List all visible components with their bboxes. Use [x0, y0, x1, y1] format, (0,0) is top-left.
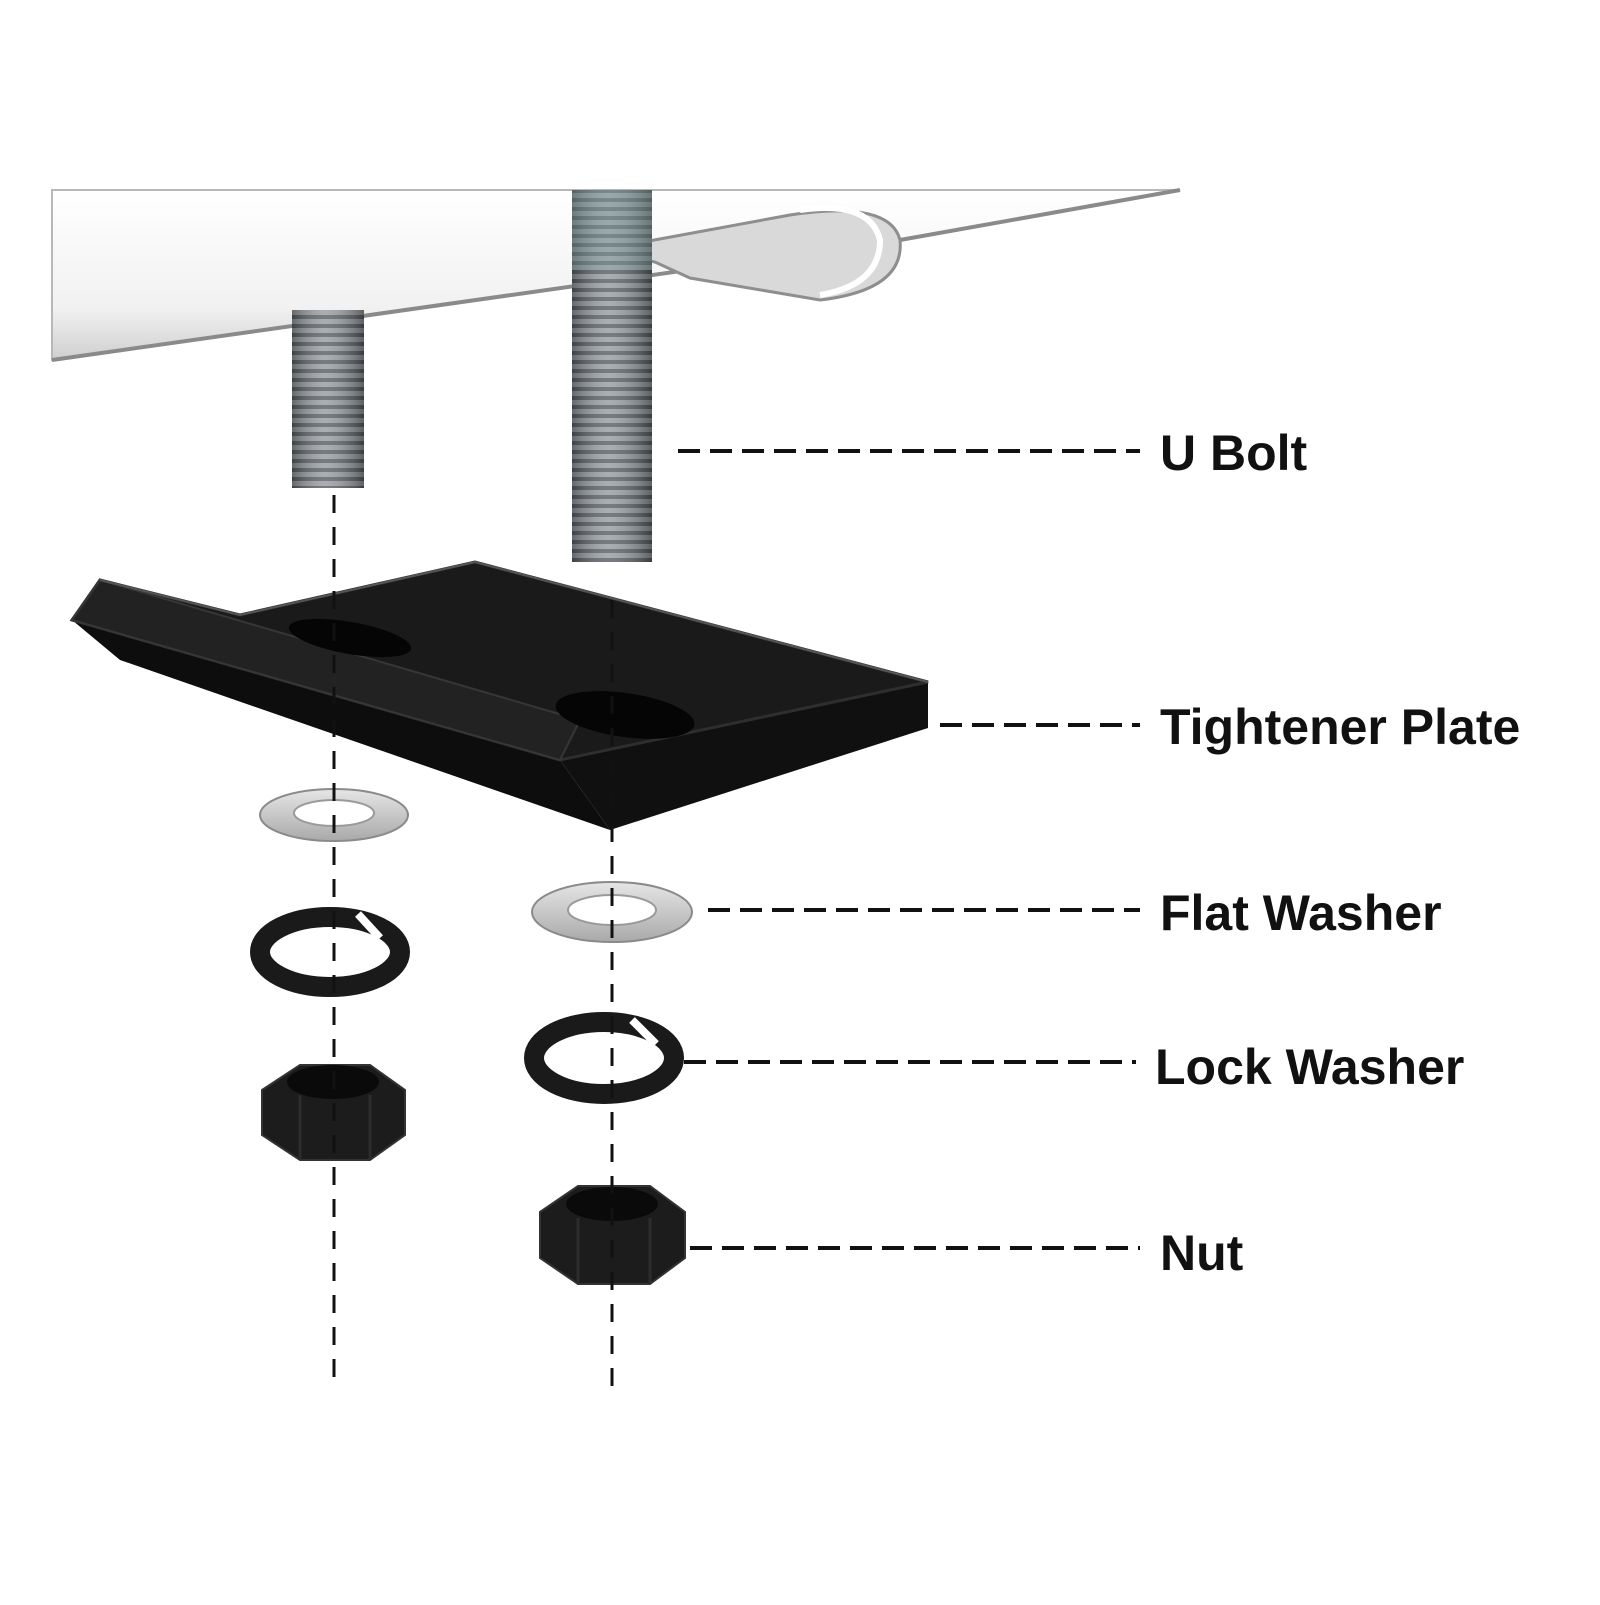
- label-tightener-plate: Tightener Plate: [1160, 699, 1521, 755]
- lock-washer-icon: [524, 1012, 684, 1104]
- hex-nut-icon: [539, 1185, 686, 1285]
- left-lock-washer-icon: [250, 907, 410, 997]
- label-flat-washer: Flat Washer: [1160, 885, 1442, 941]
- label-lock-washer: Lock Washer: [1155, 1039, 1465, 1095]
- label-nut: Nut: [1160, 1225, 1244, 1281]
- tightener-plate-icon: [69, 560, 929, 830]
- center-axis-lines: [332, 495, 614, 1390]
- leader-lines: [678, 449, 1140, 1250]
- u-bolt-icon: [292, 190, 902, 562]
- flat-washer-icon: [531, 881, 693, 943]
- label-u-bolt: U Bolt: [1160, 425, 1308, 481]
